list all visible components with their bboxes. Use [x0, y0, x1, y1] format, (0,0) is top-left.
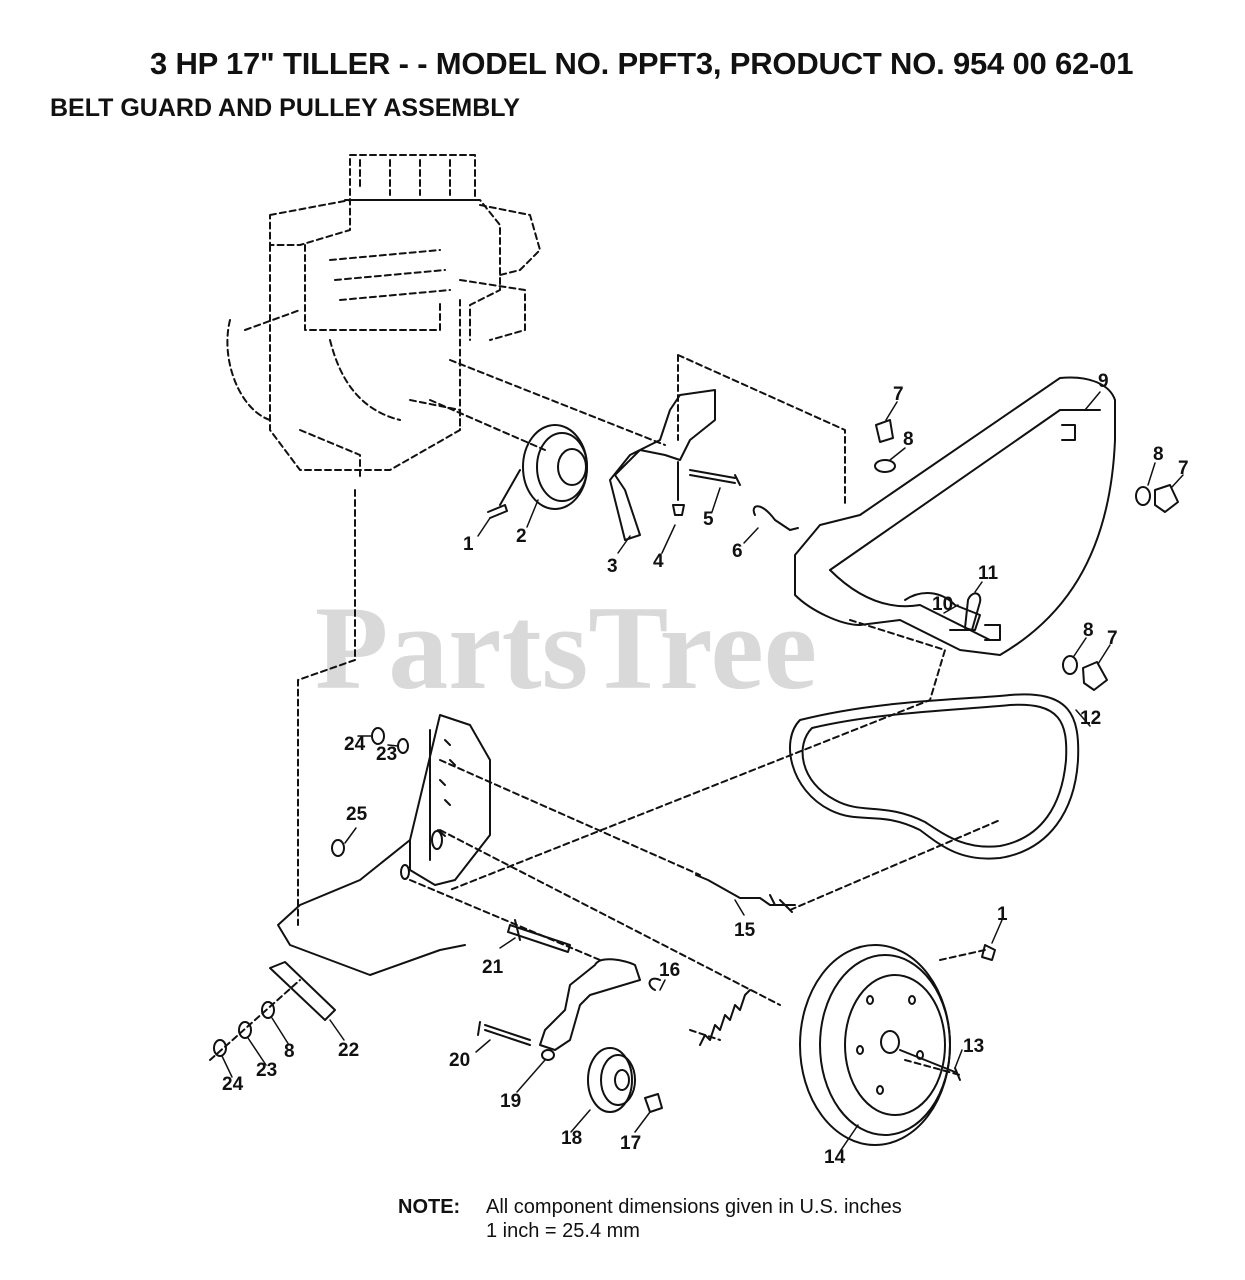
callout-1a: 1: [463, 534, 474, 555]
shaft-21-drawing: [507, 919, 571, 953]
callout-25: 25: [346, 804, 368, 825]
washer-23a-drawing: [397, 738, 409, 754]
diagram-title: 3 HP 17" TILLER - - MODEL NO. PPFT3, PRO…: [150, 46, 1134, 81]
callout-22: 22: [338, 1040, 359, 1061]
callout-23a: 23: [376, 744, 397, 765]
bolt-1-drawing: [487, 504, 508, 519]
callout-7c: 7: [1107, 628, 1118, 649]
callout-19: 19: [500, 1091, 521, 1112]
callout-24b: 24: [222, 1074, 244, 1095]
mounting-bracket-drawing: [277, 714, 491, 976]
nut-17-drawing: [644, 1093, 663, 1113]
washer-8c-drawing: [1062, 655, 1078, 675]
pulley-18-drawing: [587, 1047, 636, 1113]
bolt-20-drawing: [477, 1021, 531, 1046]
callout-14: 14: [824, 1147, 846, 1168]
nut-7a-drawing: [875, 419, 894, 443]
bolt-13-drawing: [899, 1049, 961, 1081]
pulley-14-drawing: [799, 944, 951, 1146]
note-label: NOTE:: [398, 1196, 461, 1218]
callout-9: 9: [1098, 371, 1109, 392]
spring-16-drawing: [699, 989, 751, 1046]
leader-lines: [221, 391, 1184, 1151]
belt-12-drawing: [789, 693, 1080, 860]
callout-8a: 8: [903, 429, 914, 450]
callout-8b: 8: [1153, 444, 1164, 465]
rod-15-drawing: [695, 874, 796, 913]
dimensions-note: NOTE: All component dimensions given in U…: [398, 1196, 902, 1242]
note-line-2: 1 inch = 25.4 mm: [486, 1220, 640, 1242]
callout-15: 15: [734, 920, 756, 941]
washer-24a-drawing: [371, 727, 385, 745]
arm-hole-drawing: [541, 1049, 555, 1061]
belt-guard-9-drawing: [794, 376, 1116, 656]
callout-4: 4: [653, 551, 664, 572]
washer-24b-drawing: [213, 1039, 227, 1057]
nut-7b-drawing: [1154, 484, 1179, 513]
callout-12: 12: [1080, 708, 1101, 729]
callout-8c: 8: [1083, 620, 1094, 641]
callout-6: 6: [732, 541, 743, 562]
hook-6-drawing: [752, 505, 799, 531]
callout-24a: 24: [344, 734, 366, 755]
callout-5: 5: [703, 509, 714, 530]
plate-22-drawing: [269, 961, 336, 1021]
washer-8a-drawing: [874, 459, 896, 473]
pulley-2-drawing: [499, 424, 588, 510]
washer-23b-drawing: [238, 1021, 252, 1039]
callout-8d: 8: [284, 1041, 295, 1062]
callout-10: 10: [932, 594, 953, 615]
idler-arm-19-drawing: [539, 958, 641, 1051]
callout-18: 18: [561, 1128, 582, 1149]
bolt-5-drawing: [689, 469, 741, 486]
callout-1b: 1: [997, 904, 1008, 925]
callout-2: 2: [516, 526, 527, 547]
screw-4-drawing: [672, 461, 685, 516]
callout-23b: 23: [256, 1060, 277, 1081]
callout-20: 20: [449, 1050, 470, 1071]
bracket-3-drawing: [609, 389, 716, 541]
callout-13: 13: [963, 1036, 984, 1057]
nut-25-drawing: [331, 839, 345, 857]
callout-21: 21: [482, 957, 504, 978]
callout-labels: 1 2 3 4 5 6 7 8 9 8 7 11 10 8 7 12 24 23…: [222, 371, 1189, 1168]
callout-11: 11: [978, 563, 999, 584]
watermark: PartsTree: [315, 581, 817, 714]
note-line-1: All component dimensions given in U.S. i…: [486, 1196, 902, 1218]
washer-8b-drawing: [1135, 486, 1151, 506]
diagram-subtitle: BELT GUARD AND PULLEY ASSEMBLY: [50, 94, 520, 122]
callout-3: 3: [607, 556, 618, 577]
screw-11-drawing: [964, 592, 982, 631]
bolt-1b-drawing: [981, 944, 996, 961]
callout-7b: 7: [1178, 458, 1189, 479]
nut-7c-drawing: [1082, 661, 1108, 691]
callout-16: 16: [659, 960, 680, 981]
callout-17: 17: [620, 1133, 641, 1154]
callout-7a: 7: [893, 384, 904, 405]
washer-8d-drawing: [261, 1001, 275, 1019]
